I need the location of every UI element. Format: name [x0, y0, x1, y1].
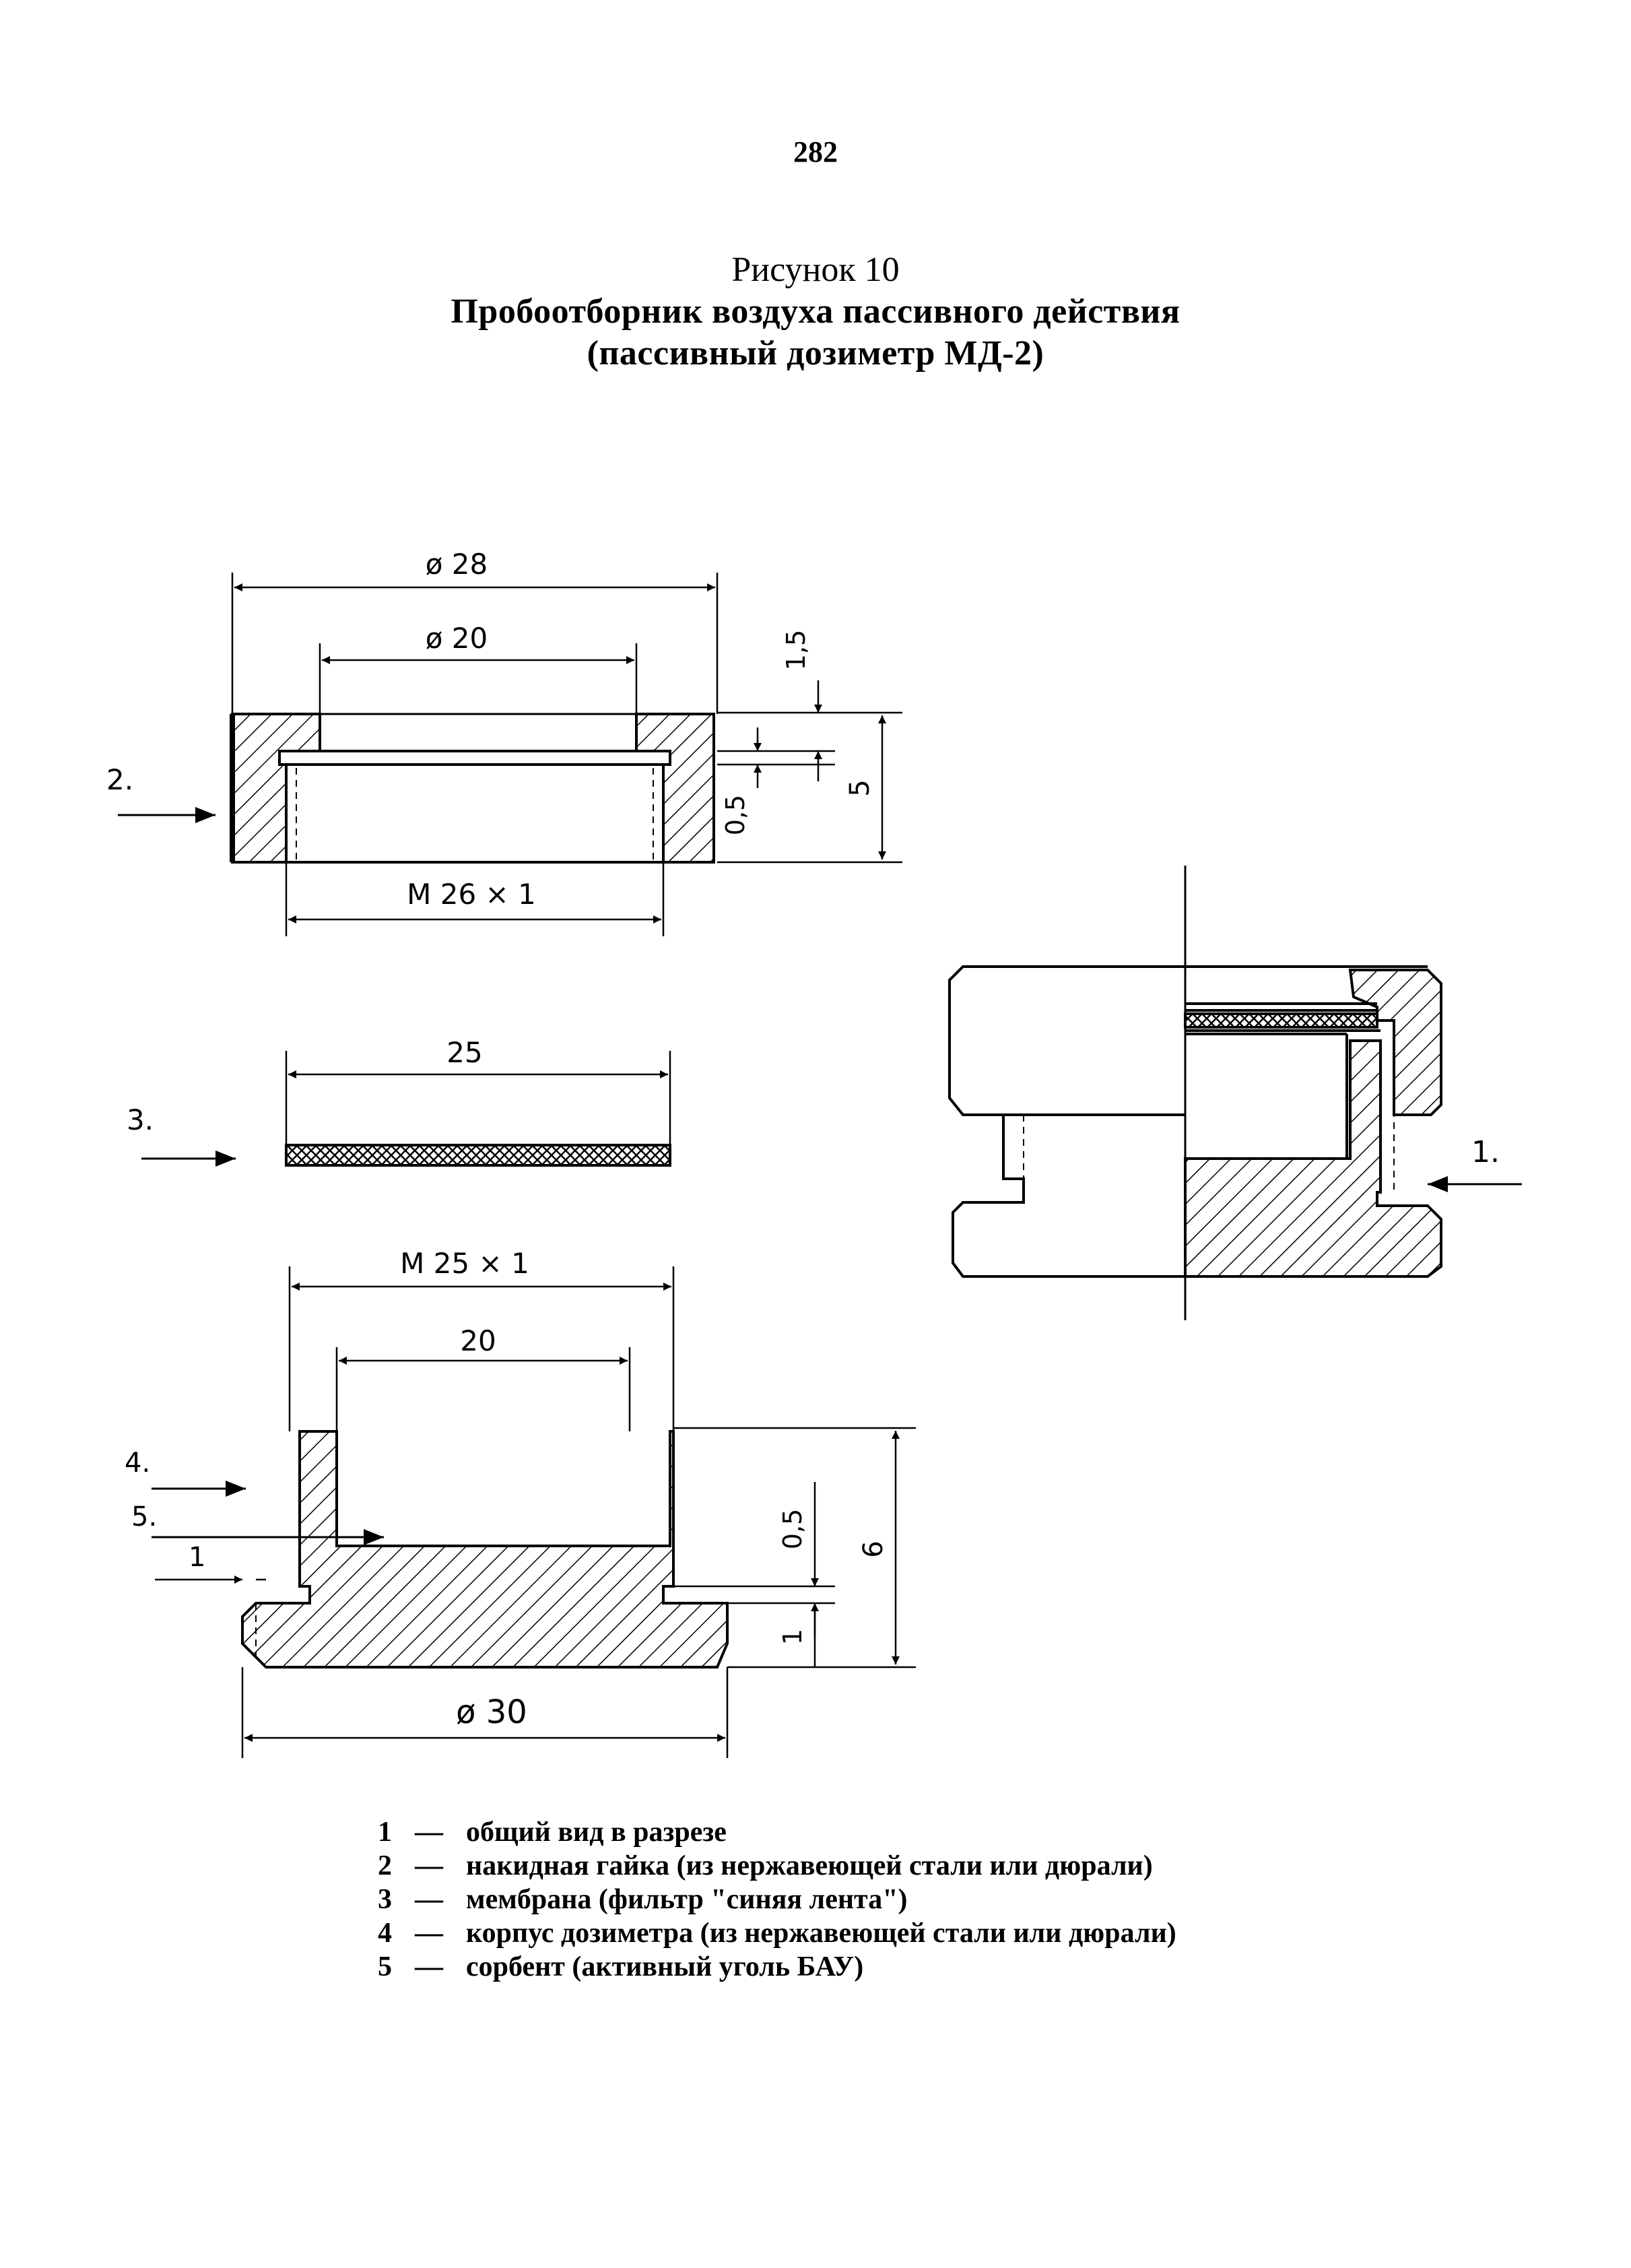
part-4-label: 4. — [125, 1448, 150, 1479]
part-4-dimensions — [155, 1266, 916, 1758]
figure-title-line2: (пассивный дозиметр МД-2) — [587, 334, 1044, 372]
part-3-label: 3. — [127, 1103, 154, 1136]
part-3-dim-width: 25 — [446, 1036, 482, 1069]
part-4-dim-inner: 20 — [460, 1324, 496, 1357]
part-2-dim-height: 5 — [844, 779, 875, 796]
legend-item: 1 — общий вид в разрезе — [370, 1815, 1176, 1849]
legend-number: 1 — [378, 1817, 392, 1848]
part-2-dim-inner: ø 20 — [426, 622, 488, 655]
legend-item: 5 — сорбент (активный уголь БАУ) — [370, 1950, 1176, 1984]
part-4-dim-height: 6 — [858, 1541, 889, 1557]
legend-text: корпус дозиметра (из нержавеющей стали и… — [466, 1918, 1176, 1949]
legend-dash: — — [415, 1850, 443, 1881]
legend-number: 4 — [378, 1918, 392, 1949]
figure-title-line1: Пробоотборник воздуха пассивного действи… — [451, 292, 1180, 331]
part-4-body — [241, 1430, 729, 1668]
part-4-dim-offset: 1 — [189, 1542, 205, 1573]
legend-item: 2 — накидная гайка (из нержавеющей стали и… — [370, 1849, 1176, 1883]
part-2-dim-thread: M 26 × 1 — [407, 878, 536, 911]
legend-number: 2 — [378, 1850, 392, 1881]
legend-text: накидная гайка (из нержавеющей стали или… — [466, 1850, 1153, 1881]
part-2-dim-outer: ø 28 — [426, 548, 488, 581]
part-2-dim-top: 1,5 — [781, 630, 811, 670]
assembly-label: 1. — [1471, 1135, 1500, 1169]
assembly-section-view — [948, 866, 1442, 1320]
part-2-nut — [230, 713, 715, 864]
part-4-dim-base: 1 — [778, 1629, 807, 1645]
legend-dash: — — [415, 1951, 443, 1982]
legend-dash: — — [415, 1817, 443, 1848]
legend-text: мембрана (фильтр "синяя лента") — [466, 1884, 908, 1915]
legend-number: 3 — [378, 1884, 392, 1915]
legend-item: 4 — корпус дозиметра (из нержавеющей стали… — [370, 1916, 1176, 1950]
legend-dash: — — [415, 1918, 443, 1949]
legend-text: сорбент (активный уголь БАУ) — [466, 1951, 864, 1982]
legend-item: 3 — мембрана (фильтр "синяя лента") — [370, 1883, 1176, 1916]
part-5-label: 5. — [131, 1501, 157, 1532]
part-2-dim-gap: 0,5 — [721, 795, 750, 835]
part-4-dim-gap: 0,5 — [778, 1509, 807, 1549]
part-4-dim-thread: M 25 × 1 — [400, 1247, 529, 1280]
page-number: 282 — [793, 135, 838, 168]
legend: 1 — общий вид в разрезе 2 — накидная гайка (… — [370, 1815, 1176, 1984]
legend-number: 5 — [378, 1951, 392, 1982]
part-3-membrane — [285, 1051, 671, 1167]
part-4-dim-outer: ø 30 — [456, 1693, 527, 1731]
figure-label: Рисунок 10 — [731, 251, 900, 289]
part-2-label: 2. — [106, 763, 133, 796]
legend-text: общий вид в разрезе — [466, 1817, 727, 1848]
part-2-dimensions — [231, 573, 902, 936]
legend-dash: — — [415, 1884, 443, 1915]
figure-caption: Рисунок 10 Пробоотборник воздуха пассивн… — [0, 249, 1631, 375]
